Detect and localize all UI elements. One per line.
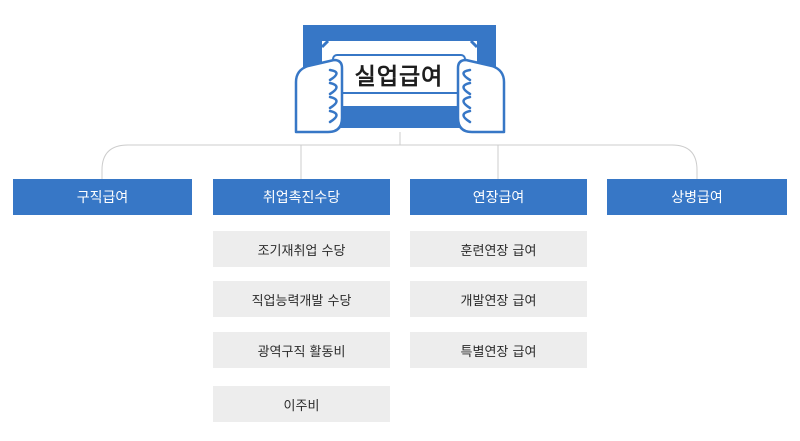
sub-item: 이주비 [213, 386, 390, 422]
category-sickness-benefit: 상병급여 [607, 179, 787, 215]
diagram-title: 실업급여 [354, 64, 444, 90]
category-job-seeking-benefit: 구직급여 [13, 179, 192, 215]
sub-item: 개발연장 급여 [410, 281, 587, 317]
sub-item: 조기재취업 수당 [213, 231, 390, 267]
sub-item: 특별연장 급여 [410, 332, 587, 368]
category-extended-benefit: 연장급여 [410, 179, 587, 215]
sub-item: 훈련연장 급여 [410, 231, 587, 267]
category-employment-promotion-allowance: 취업촉진수당 [213, 179, 390, 215]
sub-item: 광역구직 활동비 [213, 332, 390, 368]
sub-item: 직업능력개발 수당 [213, 281, 390, 317]
